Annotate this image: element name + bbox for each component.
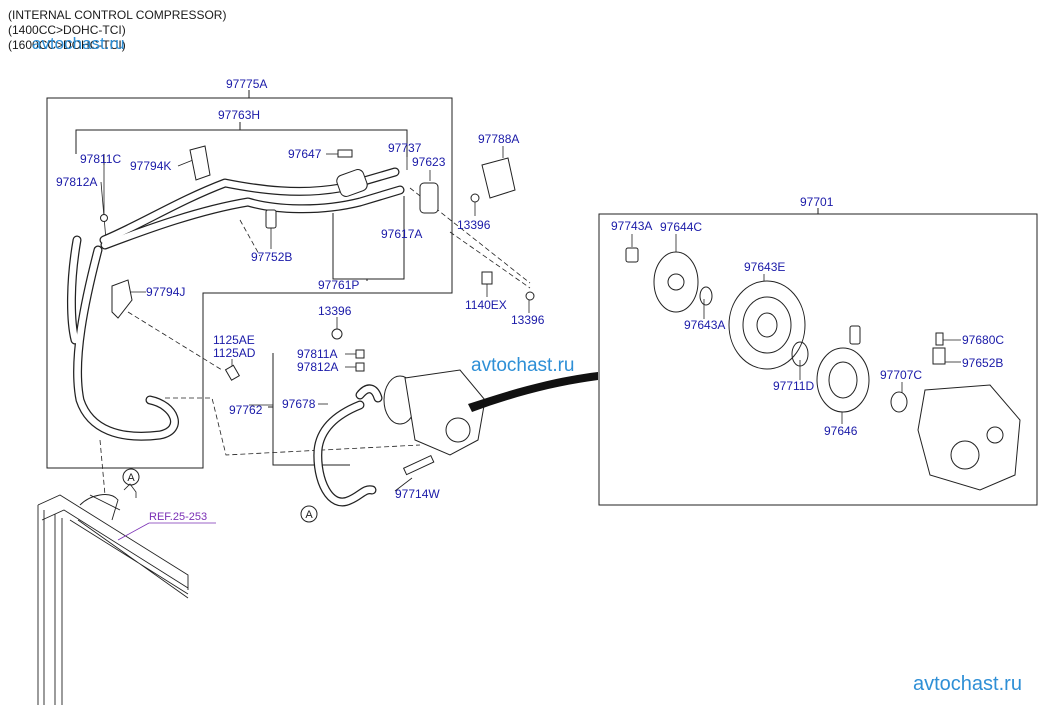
label-97623[interactable]: 97623 [412,155,446,169]
bracket-97652B [932,347,946,365]
watermark-top-left: avtochast.ru [32,34,125,53]
bolt-97714W [402,454,435,476]
label-97743A[interactable]: 97743A [611,219,652,233]
pressure-switch-part [265,209,277,229]
marker-a-bottom-text: A [305,509,313,521]
part-labels: 97775A 97763H 97811C 97794K 97812A 97647… [56,77,1004,501]
label-97647[interactable]: 97647 [288,147,322,161]
label-97643E[interactable]: 97643E [744,260,785,274]
seal-97707C [890,391,908,413]
label-97761P[interactable]: 97761P [318,278,359,292]
label-1125AD[interactable]: 1125AD [213,346,256,360]
marker-a-bottom: A [300,505,318,523]
bracket-97794K [189,145,211,181]
label-1140EX[interactable]: 1140EX [465,298,507,312]
bracket-97763H [75,129,408,157]
label-13396-c[interactable]: 13396 [318,304,352,318]
bolt-97743A [625,247,639,263]
bolt-97647 [337,149,353,158]
bracket-97794J [111,279,133,319]
label-97643A[interactable]: 97643A [684,318,725,332]
bracket-97811A [272,353,350,466]
muffler-part [336,169,368,197]
header-line-3: (1600CC>DOHC-TCI) [8,38,126,52]
label-97678[interactable]: 97678 [282,397,316,411]
label-97794J[interactable]: 97794J [146,285,185,299]
label-97812A-mid[interactable]: 97812A [297,360,338,374]
hose-assembly-box [46,97,453,469]
label-97762[interactable]: 97762 [229,403,263,417]
label-97811C[interactable]: 97811C [80,152,121,166]
label-97711D[interactable]: 97711D [773,379,814,393]
nut-13396-c [331,328,343,340]
bolt-1125AE [224,364,241,381]
parts [100,145,1021,491]
marker-a-top-text: A [127,472,135,484]
marker-a-top: A [122,468,140,486]
snap-ring-97643A [699,286,713,306]
label-97617A[interactable]: 97617A [381,227,422,241]
assembly-frames [46,90,1038,506]
cover-part [481,157,516,199]
label-97646[interactable]: 97646 [824,424,858,438]
cap-97812A [355,362,365,372]
label-97644C[interactable]: 97644C [660,220,702,234]
label-97763H[interactable]: 97763H [218,108,260,122]
header-line-1: (INTERNAL CONTROL COMPRESSOR) [8,8,227,22]
label-1125AE[interactable]: 1125AE [213,333,255,347]
bracket-97761P [332,196,405,280]
label-97701[interactable]: 97701 [800,195,834,209]
bolt-97680C [935,332,944,346]
label-97714W[interactable]: 97714W [395,487,440,501]
condenser [37,494,189,705]
reference-link[interactable]: REF.25-253 [149,511,207,523]
cap-97811A [355,349,365,359]
label-97775A[interactable]: 97775A [226,77,267,91]
snap-ring-97711D [791,341,809,367]
nut-13396-b [525,291,535,301]
watermark-bottom-right: avtochast.ru [913,673,1022,695]
label-97652B[interactable]: 97652B [962,356,1003,370]
label-97680C[interactable]: 97680C [962,333,1004,347]
compressor-main [383,369,486,456]
clip-97811C [100,214,108,222]
label-97794K[interactable]: 97794K [130,159,171,173]
label-97812A-top[interactable]: 97812A [56,175,97,189]
label-13396-b[interactable]: 13396 [511,313,545,327]
label-97737[interactable]: 97737 [388,141,422,155]
label-97811A[interactable]: 97811A [297,347,337,361]
label-97788A[interactable]: 97788A [478,132,519,146]
label-97707C[interactable]: 97707C [880,368,922,382]
label-97752B[interactable]: 97752B [251,250,292,264]
label-13396-a[interactable]: 13396 [457,218,491,232]
nut-13396-a [470,193,480,203]
header-line-2: (1400CC>DOHC-TCI) [8,23,126,37]
refrigerant-lines [66,167,405,507]
compressor-body-exploded [917,384,1021,491]
watermark-center: avtochast.ru [471,355,575,376]
bolt-1140EX [481,271,493,285]
explode-arrow [468,372,598,412]
receiver-drier-part [419,182,439,214]
